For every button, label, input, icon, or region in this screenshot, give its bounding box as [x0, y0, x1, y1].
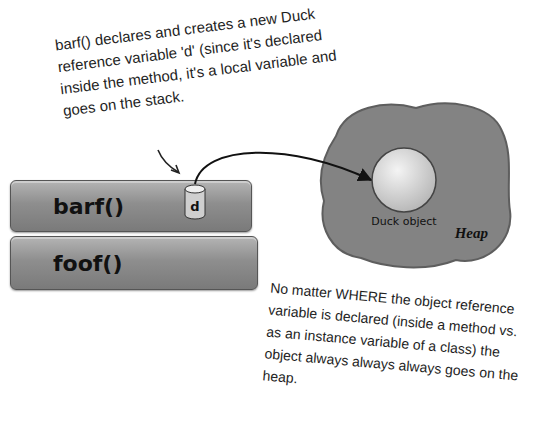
frame-label: barf()	[53, 194, 124, 219]
object-label: Duck object	[371, 215, 436, 228]
object-circle: Duck object	[370, 146, 438, 232]
leader-line	[158, 150, 178, 172]
region-label: Heap	[455, 225, 488, 242]
object-circle-shape	[370, 146, 438, 214]
object-circle-outline	[372, 148, 436, 212]
stack-frame: barf() d	[10, 180, 252, 232]
reference-variable: d	[184, 184, 206, 220]
reference-arrow	[195, 153, 371, 184]
heap-region: Heap Duck object	[316, 96, 514, 270]
heap-outline	[321, 103, 511, 267]
cup-top	[185, 185, 205, 193]
frame-label: foof()	[53, 251, 122, 276]
annotation-note: barf() declares and creates a new Duck r…	[54, 0, 362, 122]
leader-arrowhead	[171, 165, 179, 173]
annotation-note: No matter WHERE the object reference var…	[262, 277, 537, 410]
stack-frame: foof()	[10, 236, 258, 290]
variable-name: d	[184, 199, 206, 214]
